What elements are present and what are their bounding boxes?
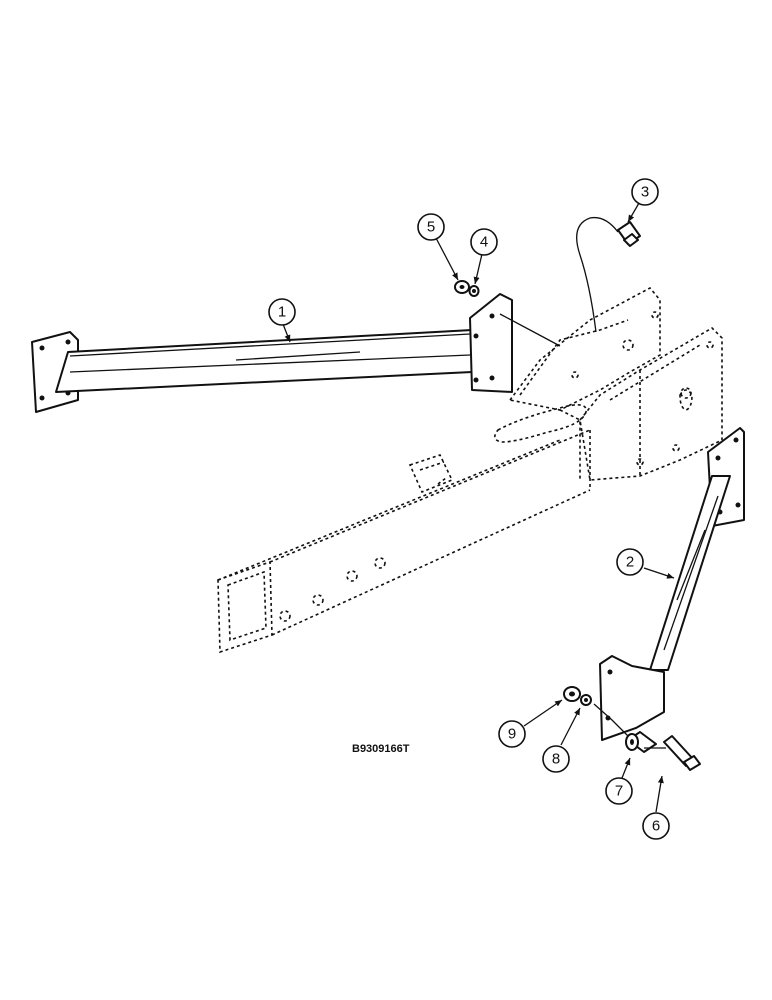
callout-5: 5: [417, 213, 445, 241]
nut-top: [454, 280, 470, 294]
figure-id: B9309166T: [352, 743, 410, 755]
assembly-line-1: [499, 313, 561, 347]
callout-8-label: 8: [552, 751, 560, 768]
callout-3: 3: [631, 178, 659, 206]
callout-8: 8: [542, 745, 570, 773]
nut-bottom: [563, 686, 581, 702]
leader-lines: [282, 202, 675, 813]
callout-3-label: 3: [641, 184, 649, 201]
callout-4-label: 4: [480, 234, 488, 251]
callout-7-label: 7: [615, 783, 623, 800]
callout-6-label: 6: [652, 818, 660, 835]
bolt-bottom: [663, 735, 701, 771]
callout-1-label: 1: [278, 304, 286, 321]
callout-4: 4: [470, 228, 498, 256]
callout-2-label: 2: [626, 554, 634, 571]
brace-right: [599, 427, 745, 741]
bolt-top: [617, 221, 641, 247]
callout-9: 9: [498, 720, 526, 748]
callout-7: 7: [605, 777, 633, 805]
spacer-bushing: [625, 731, 657, 753]
callout-9-label: 9: [508, 726, 516, 743]
callout-6: 6: [642, 812, 670, 840]
main-frame-outline: [217, 286, 723, 654]
assembly-line-2: [593, 703, 629, 737]
lockwasher-bottom: [580, 694, 592, 706]
bolt-path-line: [576, 216, 619, 333]
callout-5-label: 5: [427, 219, 435, 236]
lockwasher-top: [468, 285, 480, 297]
callout-1: 1: [268, 298, 296, 326]
callout-2: 2: [616, 548, 644, 576]
brace-left: [31, 293, 513, 413]
